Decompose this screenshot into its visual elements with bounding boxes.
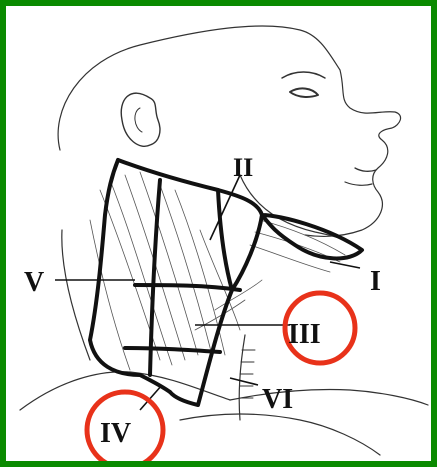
level-boundaries <box>90 160 362 405</box>
level-ii-iii-boundary <box>135 285 240 290</box>
head-outline <box>58 26 400 236</box>
eye-icon <box>290 88 318 97</box>
label-level-ii: II <box>233 153 253 182</box>
label-level-iii: III <box>288 319 321 350</box>
label-level-v: V <box>24 267 44 298</box>
label-level-vi: VI <box>262 384 293 415</box>
label-level-i: I <box>370 266 381 297</box>
neck-lymph-node-levels-diagram: II V I III VI IV <box>6 6 431 461</box>
trachea <box>239 335 245 420</box>
ear-icon <box>121 93 160 146</box>
label-level-iv: IV <box>100 418 131 449</box>
level-ii-anterior-boundary <box>218 190 232 290</box>
level-iii-iv-boundary <box>125 348 220 352</box>
